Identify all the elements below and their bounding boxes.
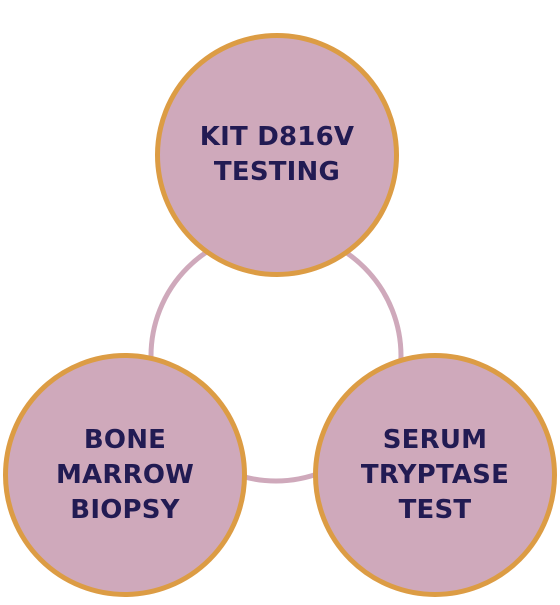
serum-tryptase-test-circle: SERUM TRYPTASE TEST [313, 353, 557, 597]
bone-marrow-biopsy-circle: BONE MARROW BIOPSY [3, 353, 247, 597]
kit-d816v-testing-circle: KIT D816V TESTING [155, 33, 399, 277]
serum-tryptase-test-label: SERUM TRYPTASE TEST [360, 424, 510, 525]
kit-d816v-testing-label: KIT D816V TESTING [199, 122, 355, 187]
bone-marrow-biopsy-label: BONE MARROW BIOPSY [55, 424, 195, 525]
